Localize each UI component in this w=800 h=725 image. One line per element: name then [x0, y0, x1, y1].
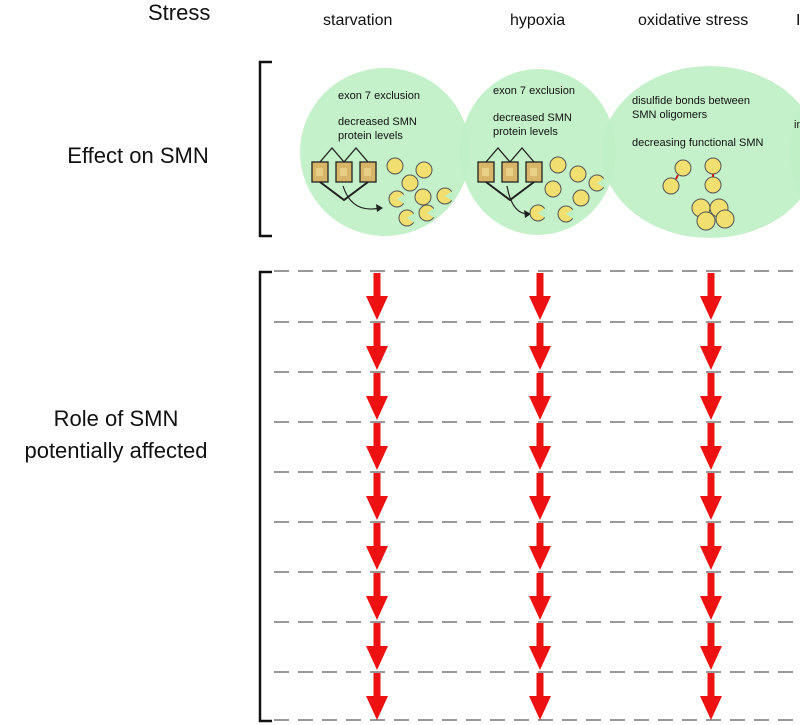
arrow-stem	[536, 623, 544, 648]
arrow-head	[529, 546, 551, 570]
arrow-stem	[536, 573, 544, 598]
exon-diagram-hypoxia	[477, 147, 543, 218]
effect-hypoxia-text-3: protein levels	[493, 126, 558, 138]
column-title-partial: I	[796, 12, 800, 29]
role-row-label-line2: potentially affected	[24, 438, 208, 463]
arrow-stem	[707, 523, 715, 548]
arrow-stem	[536, 523, 544, 548]
smn-oligomers-oxidative	[662, 157, 735, 231]
arrow-head	[700, 546, 722, 570]
arrow-stem	[373, 423, 381, 448]
arrow-stem	[373, 323, 381, 348]
arrow-head	[366, 496, 388, 520]
arrow-head	[366, 646, 388, 670]
arrow-head	[366, 446, 388, 470]
arrow-head	[700, 396, 722, 420]
arrow-stem	[707, 673, 715, 698]
arrow-head	[529, 696, 551, 720]
arrow-head	[700, 496, 722, 520]
arrow-head	[529, 646, 551, 670]
arrow-head	[366, 596, 388, 620]
arrow-head	[700, 346, 722, 370]
effect-hypoxia-text-2: decreased SMN	[493, 112, 572, 124]
arrow-stem	[373, 573, 381, 598]
arrow-head	[366, 396, 388, 420]
arrow-stem	[373, 523, 381, 548]
arrow-stem	[373, 623, 381, 648]
arrow-head	[529, 446, 551, 470]
arrow-stem	[536, 423, 544, 448]
arrow-head	[700, 446, 722, 470]
arrow-head	[700, 596, 722, 620]
arrow-stem	[373, 673, 381, 698]
effect-bracket	[258, 60, 272, 238]
stress-row-label: Stress	[148, 0, 211, 25]
arrow-stem	[536, 323, 544, 348]
effect-starvation-text-3: protein levels	[338, 130, 403, 142]
arrow-stem	[536, 673, 544, 698]
arrow-head	[529, 346, 551, 370]
arrow-stem	[707, 573, 715, 598]
effect-starvation-text-1: exon 7 exclusion	[338, 90, 420, 102]
arrow-head	[366, 696, 388, 720]
arrow-head	[529, 496, 551, 520]
arrow-head	[529, 596, 551, 620]
effect-oxidative-text-1: disulfide bonds between	[632, 95, 751, 107]
arrow-stem	[536, 373, 544, 398]
arrow-head	[366, 346, 388, 370]
arrow-head	[700, 696, 722, 720]
column-title-hypoxia: hypoxia	[510, 12, 566, 29]
effect-bubble-partial	[790, 108, 800, 196]
arrow-column-starvation	[366, 273, 388, 720]
arrow-stem	[707, 323, 715, 348]
effect-bubble-oxidative	[602, 66, 800, 238]
dashed-grid	[274, 270, 800, 721]
role-row-label: Role of SMN potentially affected	[0, 403, 232, 467]
arrow-head	[366, 296, 388, 320]
exon-diagram-starvation	[311, 147, 383, 212]
arrow-head	[366, 546, 388, 570]
arrow-stem	[707, 373, 715, 398]
arrow-stem	[707, 623, 715, 648]
arrow-head	[700, 646, 722, 670]
arrow-head	[529, 396, 551, 420]
arrow-stem	[373, 473, 381, 498]
role-row-label-line1: Role of SMN	[53, 406, 179, 431]
effect-oxidative-text-3: decreasing functional SMN	[632, 137, 764, 149]
role-bracket	[258, 270, 272, 723]
arrow-stem	[707, 423, 715, 448]
effect-hypoxia-text-1: exon 7 exclusion	[493, 85, 575, 97]
smn-proteins-hypoxia	[529, 156, 606, 223]
column-title-starvation: starvation	[323, 12, 393, 29]
effect-oxidative-text-2: SMN oligomers	[632, 109, 708, 121]
arrow-stem	[536, 273, 544, 298]
arrow-stem	[373, 373, 381, 398]
arrow-stem	[373, 273, 381, 298]
column-title-oxidative-stress: oxidative stress	[638, 12, 749, 29]
effect-partial-text: in	[794, 119, 800, 131]
arrow-stem	[707, 473, 715, 498]
effect-starvation-text-2: decreased SMN	[338, 116, 417, 128]
arrow-column-oxidative	[700, 273, 722, 720]
effect-row-label: Effect on SMN	[67, 143, 209, 168]
arrow-stem	[536, 473, 544, 498]
arrow-head	[529, 296, 551, 320]
arrow-stem	[707, 273, 715, 298]
disulfide-bonds	[675, 174, 714, 180]
arrow-head	[700, 296, 722, 320]
arrow-column-hypoxia	[529, 273, 551, 720]
